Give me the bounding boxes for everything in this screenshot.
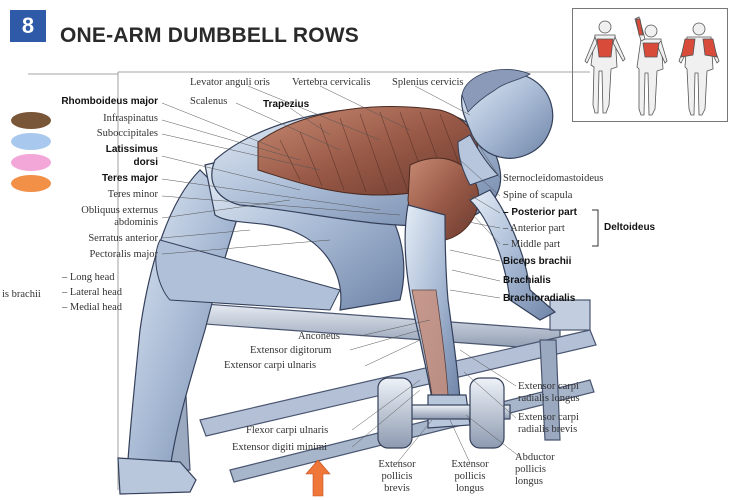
dumbbell bbox=[377, 377, 511, 449]
label-latissimus: Latissimus bbox=[105, 144, 158, 155]
label-epl-2: pollicis bbox=[454, 471, 486, 482]
label-splenius-cervicis: Splenius cervicis bbox=[392, 77, 464, 88]
label-long-head: – Long head bbox=[62, 272, 115, 283]
label-middle-part: – Middle part bbox=[503, 239, 561, 250]
label-vertebra-cervicalis: Vertebra cervicalis bbox=[292, 77, 371, 88]
label-extensor-digiti-minimi: Extensor digiti minimi bbox=[232, 442, 328, 453]
muscle-overview-thumbnail bbox=[572, 8, 728, 122]
label-serratus-anterior: Serratus anterior bbox=[88, 233, 158, 244]
label-epl-3: longus bbox=[455, 483, 484, 494]
label-biceps-brachii: Biceps brachii bbox=[503, 256, 572, 267]
label-deltoideus: Deltoideus bbox=[604, 222, 656, 233]
label-scalenus: Scalenus bbox=[190, 96, 228, 107]
label-extensor-carpi-ulnaris: Extensor carpi ulnaris bbox=[224, 360, 317, 371]
label-levator-anguli-oris: Levator anguli oris bbox=[190, 77, 270, 88]
direction-arrow bbox=[305, 459, 331, 497]
label-spine-of-scapula: Spine of scapula bbox=[503, 190, 573, 201]
hair bbox=[461, 69, 531, 113]
label-teres-major: Teres major bbox=[102, 173, 158, 184]
label-epb-1: Extensor bbox=[378, 459, 416, 470]
label-infraspinatus: Infraspinatus bbox=[103, 113, 158, 124]
label-ecr-longus-2: radialis longus bbox=[518, 393, 580, 404]
label-apl-1: Abductor bbox=[515, 452, 555, 463]
legend-swatch-orange bbox=[11, 175, 51, 192]
label-teres-minor: Teres minor bbox=[107, 189, 158, 200]
label-ecr-longus-1: Extensor carpi bbox=[518, 381, 579, 392]
label-sternocleidomastoideus: Sternocleidomastoideus bbox=[503, 173, 604, 184]
label-ecr-brevis-2: radialis brevis bbox=[518, 424, 578, 435]
label-suboccipitales: Suboccipitales bbox=[96, 128, 158, 139]
label-lateral-head: – Lateral head bbox=[62, 287, 123, 298]
shin bbox=[155, 239, 341, 311]
overview-figure-front bbox=[634, 16, 668, 116]
label-abdominis: abdominis bbox=[114, 217, 158, 228]
label-triceps-brachii: is brachii bbox=[2, 289, 41, 300]
label-ecr-brevis-1: Extensor carpi bbox=[518, 412, 579, 423]
label-pectoralis-major: Pectoralis major bbox=[89, 249, 158, 260]
neck bbox=[457, 134, 499, 186]
label-epb-3: brevis bbox=[384, 483, 410, 494]
exercise-number-badge: 8 bbox=[10, 10, 46, 42]
page-title: ONE-ARM DUMBBELL ROWS bbox=[60, 24, 359, 47]
label-extensor-digitorum: Extensor digitorum bbox=[250, 345, 332, 356]
foot bbox=[117, 457, 197, 495]
legend-swatch-pink bbox=[11, 154, 51, 171]
label-apl-3: longus bbox=[515, 476, 544, 487]
overview-figure-back bbox=[584, 20, 626, 114]
label-posterior-part: – Posterior part bbox=[503, 207, 577, 218]
overview-figures bbox=[584, 16, 720, 116]
label-brachialis: Brachialis bbox=[503, 275, 551, 286]
leader-lines bbox=[161, 85, 521, 464]
deltoideus-bracket bbox=[592, 209, 599, 247]
label-rhomboideus-major: Rhomboideus major bbox=[61, 96, 158, 107]
legend-swatch-blue bbox=[11, 133, 51, 150]
label-flexor-carpi-ulnaris: Flexor carpi ulnaris bbox=[246, 425, 329, 436]
exercise-number: 8 bbox=[21, 13, 35, 38]
label-apl-2: pollicis bbox=[515, 464, 546, 475]
label-trapezius: Trapezius bbox=[263, 99, 310, 110]
label-obliquus-externus: Obliquus externus bbox=[81, 205, 158, 216]
label-dorsi: dorsi bbox=[133, 157, 158, 168]
overview-figure-side bbox=[678, 22, 720, 116]
arm-supporting bbox=[468, 189, 557, 321]
label-epl-1: Extensor bbox=[451, 459, 489, 470]
legend-swatch-brown bbox=[11, 112, 51, 129]
label-medial-head: – Medial head bbox=[62, 302, 123, 313]
label-epb-2: pollicis bbox=[381, 471, 413, 482]
label-anterior-part: – Anterior part bbox=[503, 223, 565, 234]
label-anconeus: Anconeus bbox=[298, 331, 340, 342]
label-brachioradialis: Brachioradialis bbox=[503, 293, 576, 304]
